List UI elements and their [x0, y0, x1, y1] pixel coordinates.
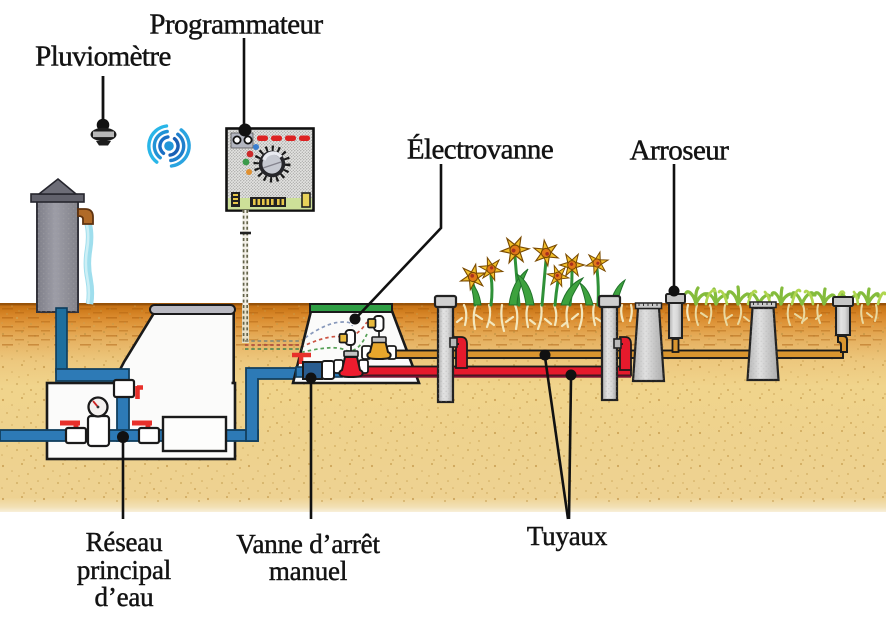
svg-text:Réseau: Réseau [86, 527, 163, 557]
svg-text:manuel: manuel [269, 556, 347, 586]
svg-text:d’eau: d’eau [95, 582, 155, 612]
svg-text:Vanne d’arrêt: Vanne d’arrêt [236, 529, 380, 559]
svg-text:Électrovanne: Électrovanne [407, 133, 553, 166]
svg-text:principal: principal [77, 555, 171, 585]
svg-text:Pluviomètre: Pluviomètre [35, 41, 171, 73]
svg-text:Tuyaux: Tuyaux [527, 521, 608, 551]
svg-text:Programmateur: Programmateur [149, 9, 323, 41]
svg-text:Arroseur: Arroseur [630, 135, 730, 167]
